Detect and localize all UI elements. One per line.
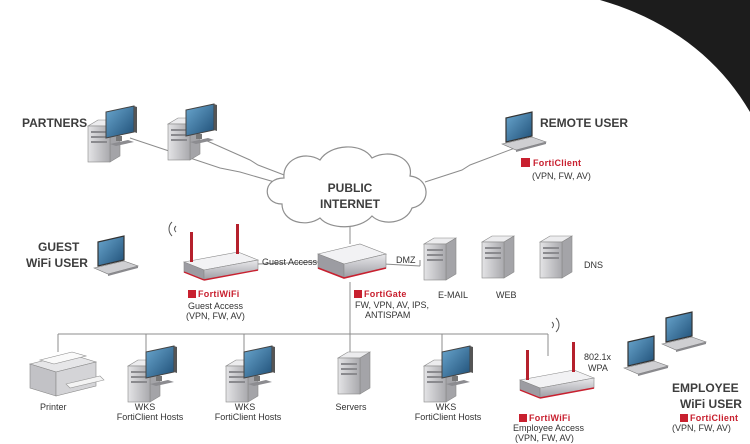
employee-label-2: WiFi USER (680, 397, 742, 411)
public-internet-cloud: PUBLIC INTERNET (266, 146, 427, 228)
dns-server (539, 235, 573, 279)
emp-caps-2: (VPN, FW, AV) (515, 433, 574, 443)
forticlient-employee-logo-icon (680, 414, 688, 422)
wks-3-label-1: WKS (436, 402, 457, 412)
fortigate-group: DMZ FortiGate FW, VPN, AV, IPS, ANTISPAM (316, 243, 429, 320)
remote-brand: FortiClient (533, 158, 581, 168)
guest-access-link-label: Guest Access (262, 257, 318, 267)
guest-user-group: GUEST WiFi USER (26, 235, 139, 277)
partners-group: PARTNERS (22, 104, 217, 162)
fortigate-logo-icon (354, 290, 362, 298)
corner-shade (600, 0, 750, 112)
wifi-signal-icon (551, 317, 560, 333)
guest-fortiwifi-group: Guest Access FortiWiFi Guest Access (VPN… (168, 221, 318, 321)
emp-brand: FortiWiFi (529, 413, 571, 423)
wpa-label-1: 802.1x (584, 352, 612, 362)
printer-label: Printer (40, 402, 67, 412)
remote-user-group: REMOTE USER FortiClient (VPN, FW, AV) (501, 111, 628, 181)
guest-label-line1: GUEST (38, 240, 80, 254)
guest-brand: FortiWiFi (198, 289, 240, 299)
wifi-signal-icon (168, 221, 177, 237)
employee-laptop-1 (623, 335, 669, 377)
remote-caps: (VPN, FW, AV) (532, 171, 591, 181)
remote-user-label: REMOTE USER (540, 116, 628, 130)
cloud-label-line1: PUBLIC (328, 181, 373, 195)
fortiwifi-employee-logo-icon (519, 414, 527, 422)
wks-2-label-2: FortiClient Hosts (215, 412, 282, 422)
empclient-caps: (VPN, FW, AV) (672, 423, 731, 433)
wks-2-desktop (226, 346, 275, 402)
email-label: E-MAIL (438, 290, 468, 300)
emp-caps-1: Employee Access (513, 423, 585, 433)
fortiwifi-logo-icon (188, 290, 196, 298)
guest-caps-1: Guest Access (188, 301, 244, 311)
printer-group: Printer (28, 351, 105, 412)
partner-desktop-2 (168, 104, 217, 160)
guest-label-line2: WiFi USER (26, 256, 88, 270)
connection-lines (57, 137, 549, 356)
wpa-label-2: WPA (588, 363, 608, 373)
forticlient-logo-icon (521, 158, 530, 167)
wks-3-label-2: FortiClient Hosts (415, 412, 482, 422)
gate-caps-2: ANTISPAM (365, 310, 410, 320)
employee-label-1: EMPLOYEE (672, 381, 739, 395)
gate-caps-1: FW, VPN, AV, IPS, (355, 300, 429, 310)
web-server (481, 235, 515, 279)
dns-label: DNS (584, 260, 603, 270)
lan-server (337, 351, 371, 395)
employee-fortiwifi-router (519, 341, 595, 399)
guest-laptop (93, 235, 139, 277)
cloud-label-line2: INTERNET (320, 197, 381, 211)
employee-user-group: EMPLOYEE WiFi USER FortiClient (VPN, FW,… (623, 311, 742, 433)
empclient-brand: FortiClient (690, 413, 738, 423)
partners-label: PARTNERS (22, 116, 87, 130)
web-label: WEB (496, 290, 517, 300)
employee-fortiwifi-group: 802.1x WPA FortiWiFi Employee Access (VP… (513, 317, 612, 443)
wks-2-label-1: WKS (235, 402, 256, 412)
dmz-servers: E-MAIL WEB DNS (423, 235, 603, 300)
wks-1-label-1: WKS (135, 402, 156, 412)
guest-caps-2: (VPN, FW, AV) (186, 311, 245, 321)
dmz-label: DMZ (396, 255, 416, 265)
partner-desktop-1 (88, 106, 137, 162)
wks-1-label-2: FortiClient Hosts (117, 412, 184, 422)
email-server (423, 237, 457, 281)
gate-brand: FortiGate (364, 289, 407, 299)
employee-laptop-2 (661, 311, 707, 353)
wks-1-desktop (128, 346, 177, 402)
guest-fortiwifi-router (183, 223, 259, 281)
wks-3-desktop (424, 346, 473, 402)
servers-label: Servers (335, 402, 367, 412)
